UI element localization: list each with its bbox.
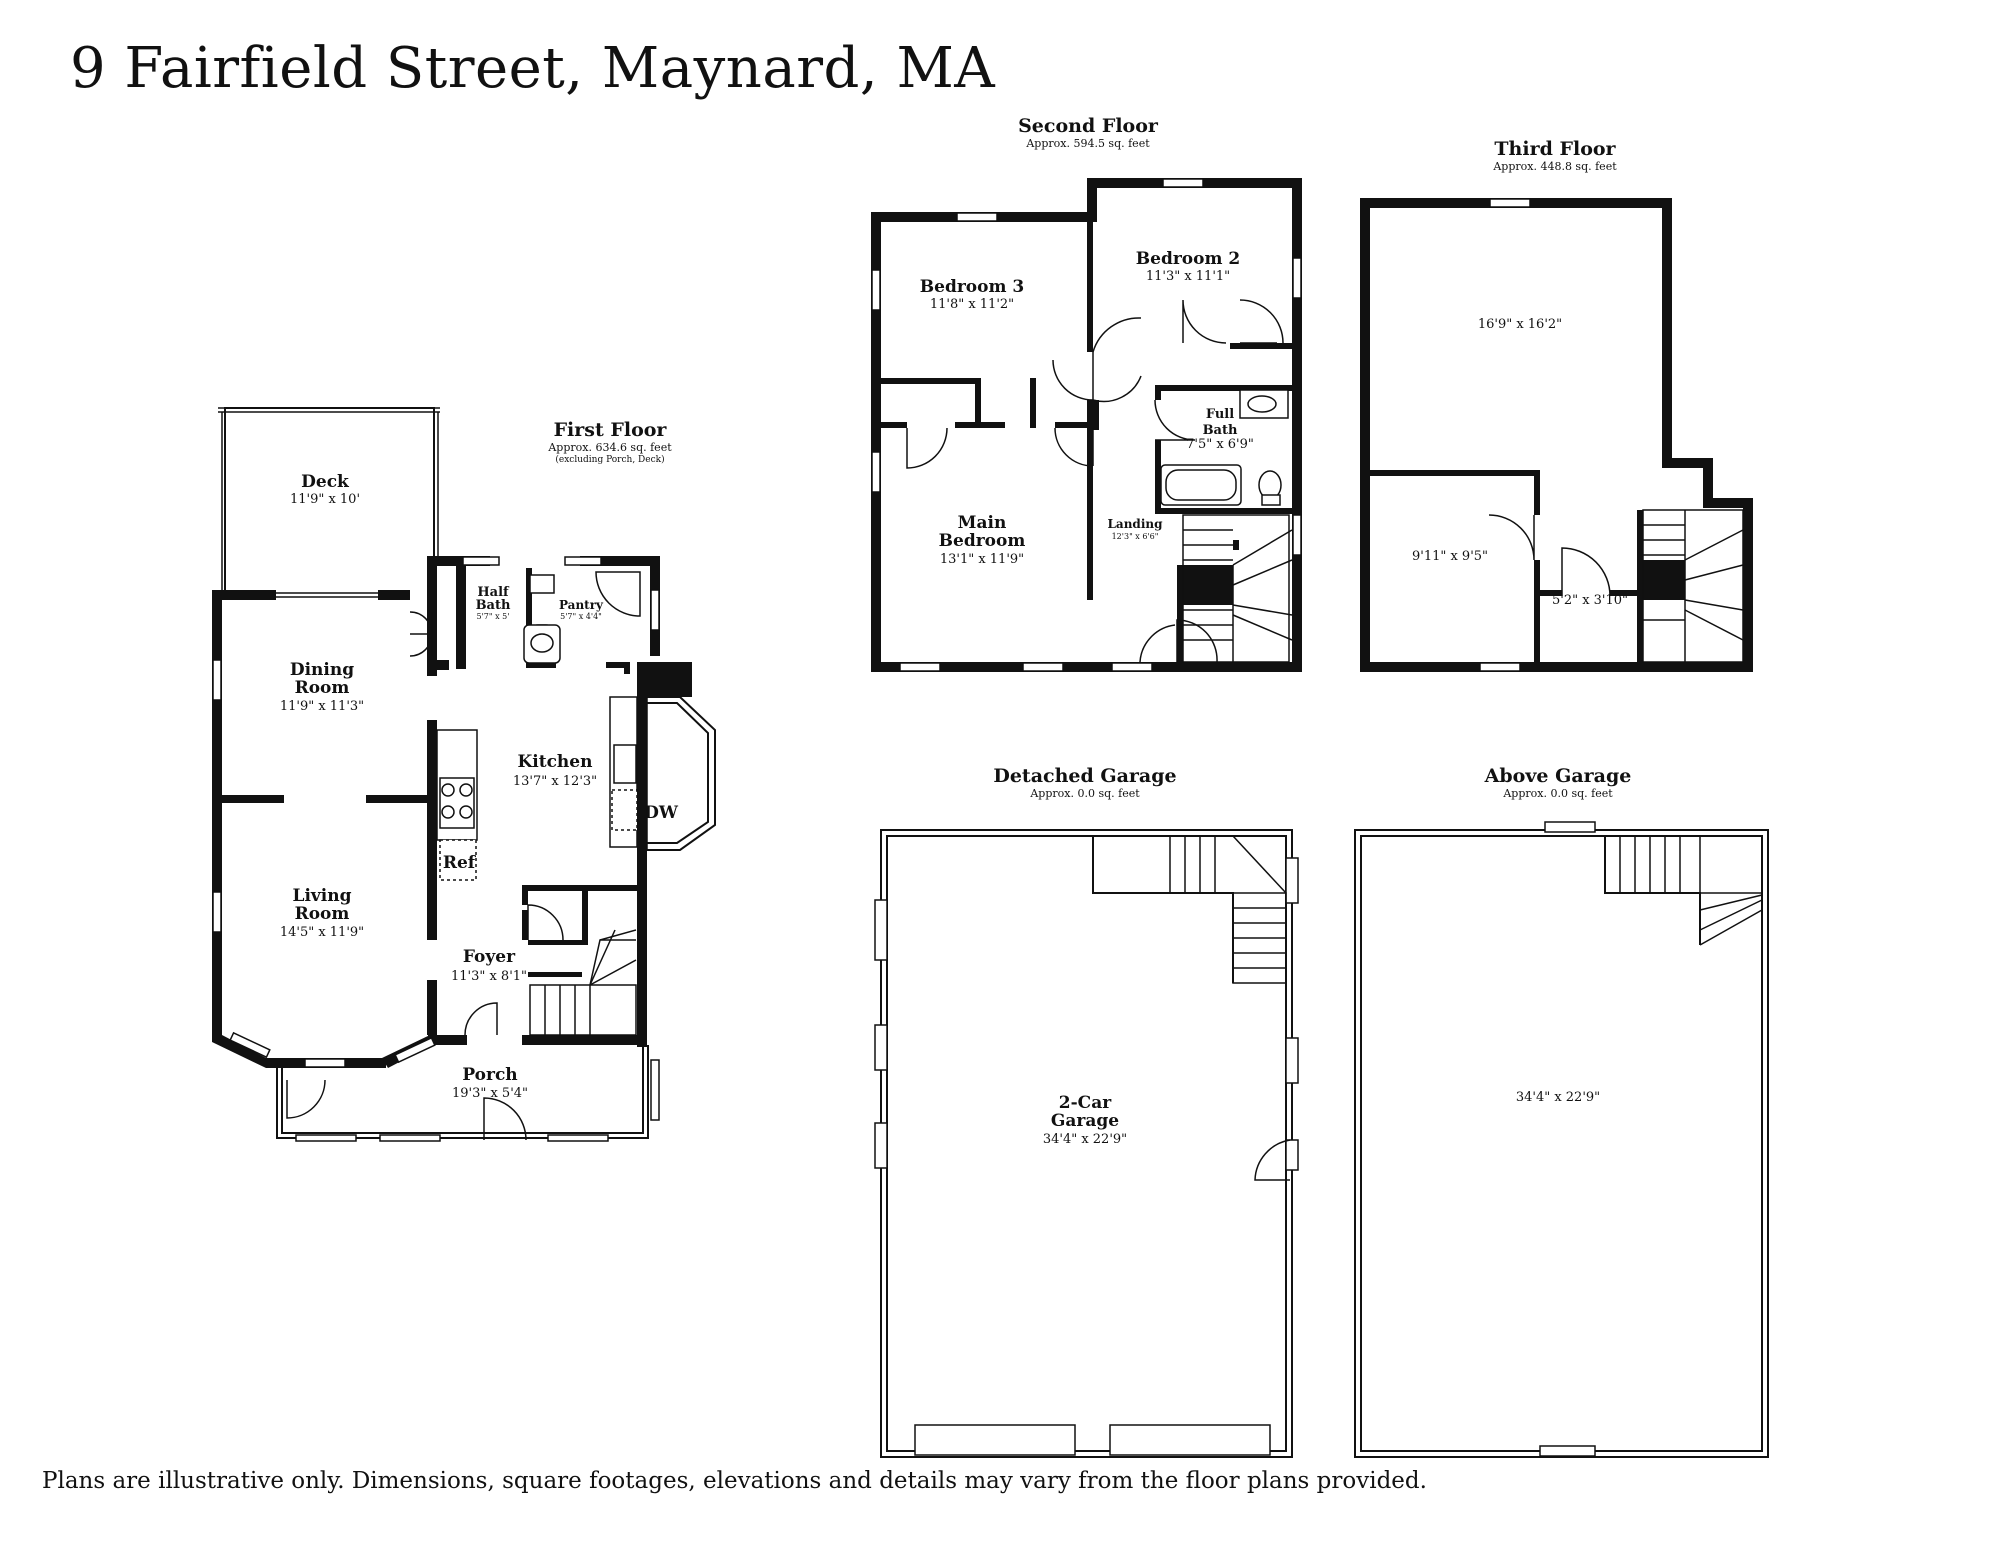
deck-slider	[276, 592, 378, 598]
garage-dim: 34'4" x 22'9"	[1043, 1132, 1127, 1147]
half-bath-fixtures	[523, 574, 561, 664]
second-floor-stairs	[1182, 514, 1293, 663]
above-garage-title: Above Garage	[1484, 765, 1632, 787]
third-floor-big-room-dim: 16'9" x 16'2"	[1478, 317, 1562, 332]
porch-label: Porch	[462, 1065, 517, 1085]
third-floor-stairs	[1642, 509, 1744, 663]
second-floor-doors	[906, 299, 1284, 663]
page-title: 9 Fairfield Street, Maynard, MA	[70, 36, 996, 101]
pantry-label: Pantry	[559, 598, 604, 612]
detached-garage-plan: Detached Garage Approx. 0.0 sq. feet 2-C	[874, 765, 1299, 1458]
foyer-dim: 11'3" x 8'1"	[451, 969, 527, 984]
kitchen-dim: 13'7" x 12'3"	[513, 774, 597, 789]
garage-stairs	[1092, 835, 1287, 984]
third-floor-title: Third Floor	[1494, 138, 1616, 160]
disclaimer-text: Plans are illustrative only. Dimensions,…	[42, 1468, 1427, 1494]
foyer-label: Foyer	[463, 947, 516, 967]
porch-dim: 19'3" x 5'4"	[452, 1086, 528, 1101]
garage-label-1: 2-Car	[1059, 1093, 1112, 1113]
garage-label-2: Garage	[1051, 1111, 1119, 1131]
kitchen-label: Kitchen	[518, 752, 593, 772]
second-floor-area: Approx. 594.5 sq. feet	[1025, 137, 1150, 150]
dining-label-1: Dining	[290, 660, 354, 680]
third-floor-small-room-dim: 5'2" x 3'10"	[1552, 593, 1628, 608]
third-floor-area: Approx. 448.8 sq. feet	[1492, 160, 1617, 173]
full-bath-label-1: Full	[1206, 407, 1234, 422]
third-floor-windows	[1479, 198, 1531, 672]
garage-area: Approx. 0.0 sq. feet	[1029, 787, 1140, 800]
full-bath-fixtures	[1160, 389, 1289, 506]
dishwasher-label: DW	[644, 803, 679, 823]
main-bedroom-label-2: Bedroom	[939, 531, 1026, 551]
kitchen-bay-window	[646, 696, 716, 851]
third-floor-doors	[1488, 514, 1611, 597]
above-garage-stairs	[1604, 835, 1763, 946]
main-bedroom-label-1: Main	[958, 513, 1007, 533]
above-garage-area: Approx. 0.0 sq. feet	[1502, 787, 1613, 800]
bedroom3-label: Bedroom 3	[920, 277, 1024, 297]
bedroom2-dim: 11'3" x 11'1"	[1146, 269, 1230, 284]
full-bath-dim: 7'5" x 6'9"	[1186, 437, 1254, 452]
living-dim: 14'5" x 11'9"	[280, 925, 364, 940]
pantry-dim: 5'7" x 4'4"	[560, 612, 602, 621]
dining-label-2: Room	[295, 678, 350, 698]
first-floor-doors	[409, 571, 641, 1141]
porch-outline	[276, 1045, 649, 1142]
first-floor-plan: First Floor Approx. 634.6 sq. feet (excl…	[212, 407, 716, 1142]
garage-title: Detached Garage	[993, 765, 1176, 787]
landing-dim: 12'3" x 6'6"	[1112, 532, 1159, 541]
bedroom2-label: Bedroom 2	[1136, 249, 1240, 269]
kitchen-counters	[436, 696, 638, 881]
living-label-2: Room	[295, 904, 350, 924]
bedroom3-dim: 11'8" x 11'2"	[930, 297, 1014, 312]
third-floor-left-room-dim: 9'11" x 9'5"	[1412, 549, 1488, 564]
second-floor-title: Second Floor	[1018, 115, 1159, 137]
dining-dim: 11'9" x 11'3"	[280, 699, 364, 714]
above-garage-dim: 34'4" x 22'9"	[1516, 1090, 1600, 1105]
half-bath-dim: 5'7" x 5'	[477, 612, 510, 621]
half-bath-label-2: Bath	[476, 598, 511, 613]
deck-outline	[218, 407, 440, 596]
living-label-1: Living	[293, 886, 352, 906]
second-floor-windows	[871, 178, 1302, 672]
first-floor-note: (excluding Porch, Deck)	[555, 454, 664, 465]
deck-dim: 11'9" x 10'	[290, 492, 360, 507]
above-garage-plan: Above Garage Approx. 0.0 sq. feet 34'4" …	[1354, 765, 1769, 1458]
first-floor-area: Approx. 634.6 sq. feet	[547, 441, 672, 454]
third-floor-walls	[1360, 198, 1753, 672]
first-floor-windows	[212, 556, 660, 1121]
first-floor-title: First Floor	[554, 419, 668, 441]
third-floor-plan: Third Floor Approx. 448.8 sq. feet	[1360, 138, 1753, 672]
full-bath-label-2: Bath	[1203, 423, 1238, 438]
second-floor-plan: Second Floor Approx. 594.5 sq. feet	[871, 115, 1302, 672]
foyer-stairs	[529, 929, 637, 1036]
half-bath-label-1: Half	[477, 585, 510, 600]
main-bedroom-dim: 13'1" x 11'9"	[940, 552, 1024, 567]
landing-label: Landing	[1107, 517, 1163, 531]
refrigerator-label: Ref	[443, 853, 477, 873]
deck-label: Deck	[301, 472, 350, 492]
